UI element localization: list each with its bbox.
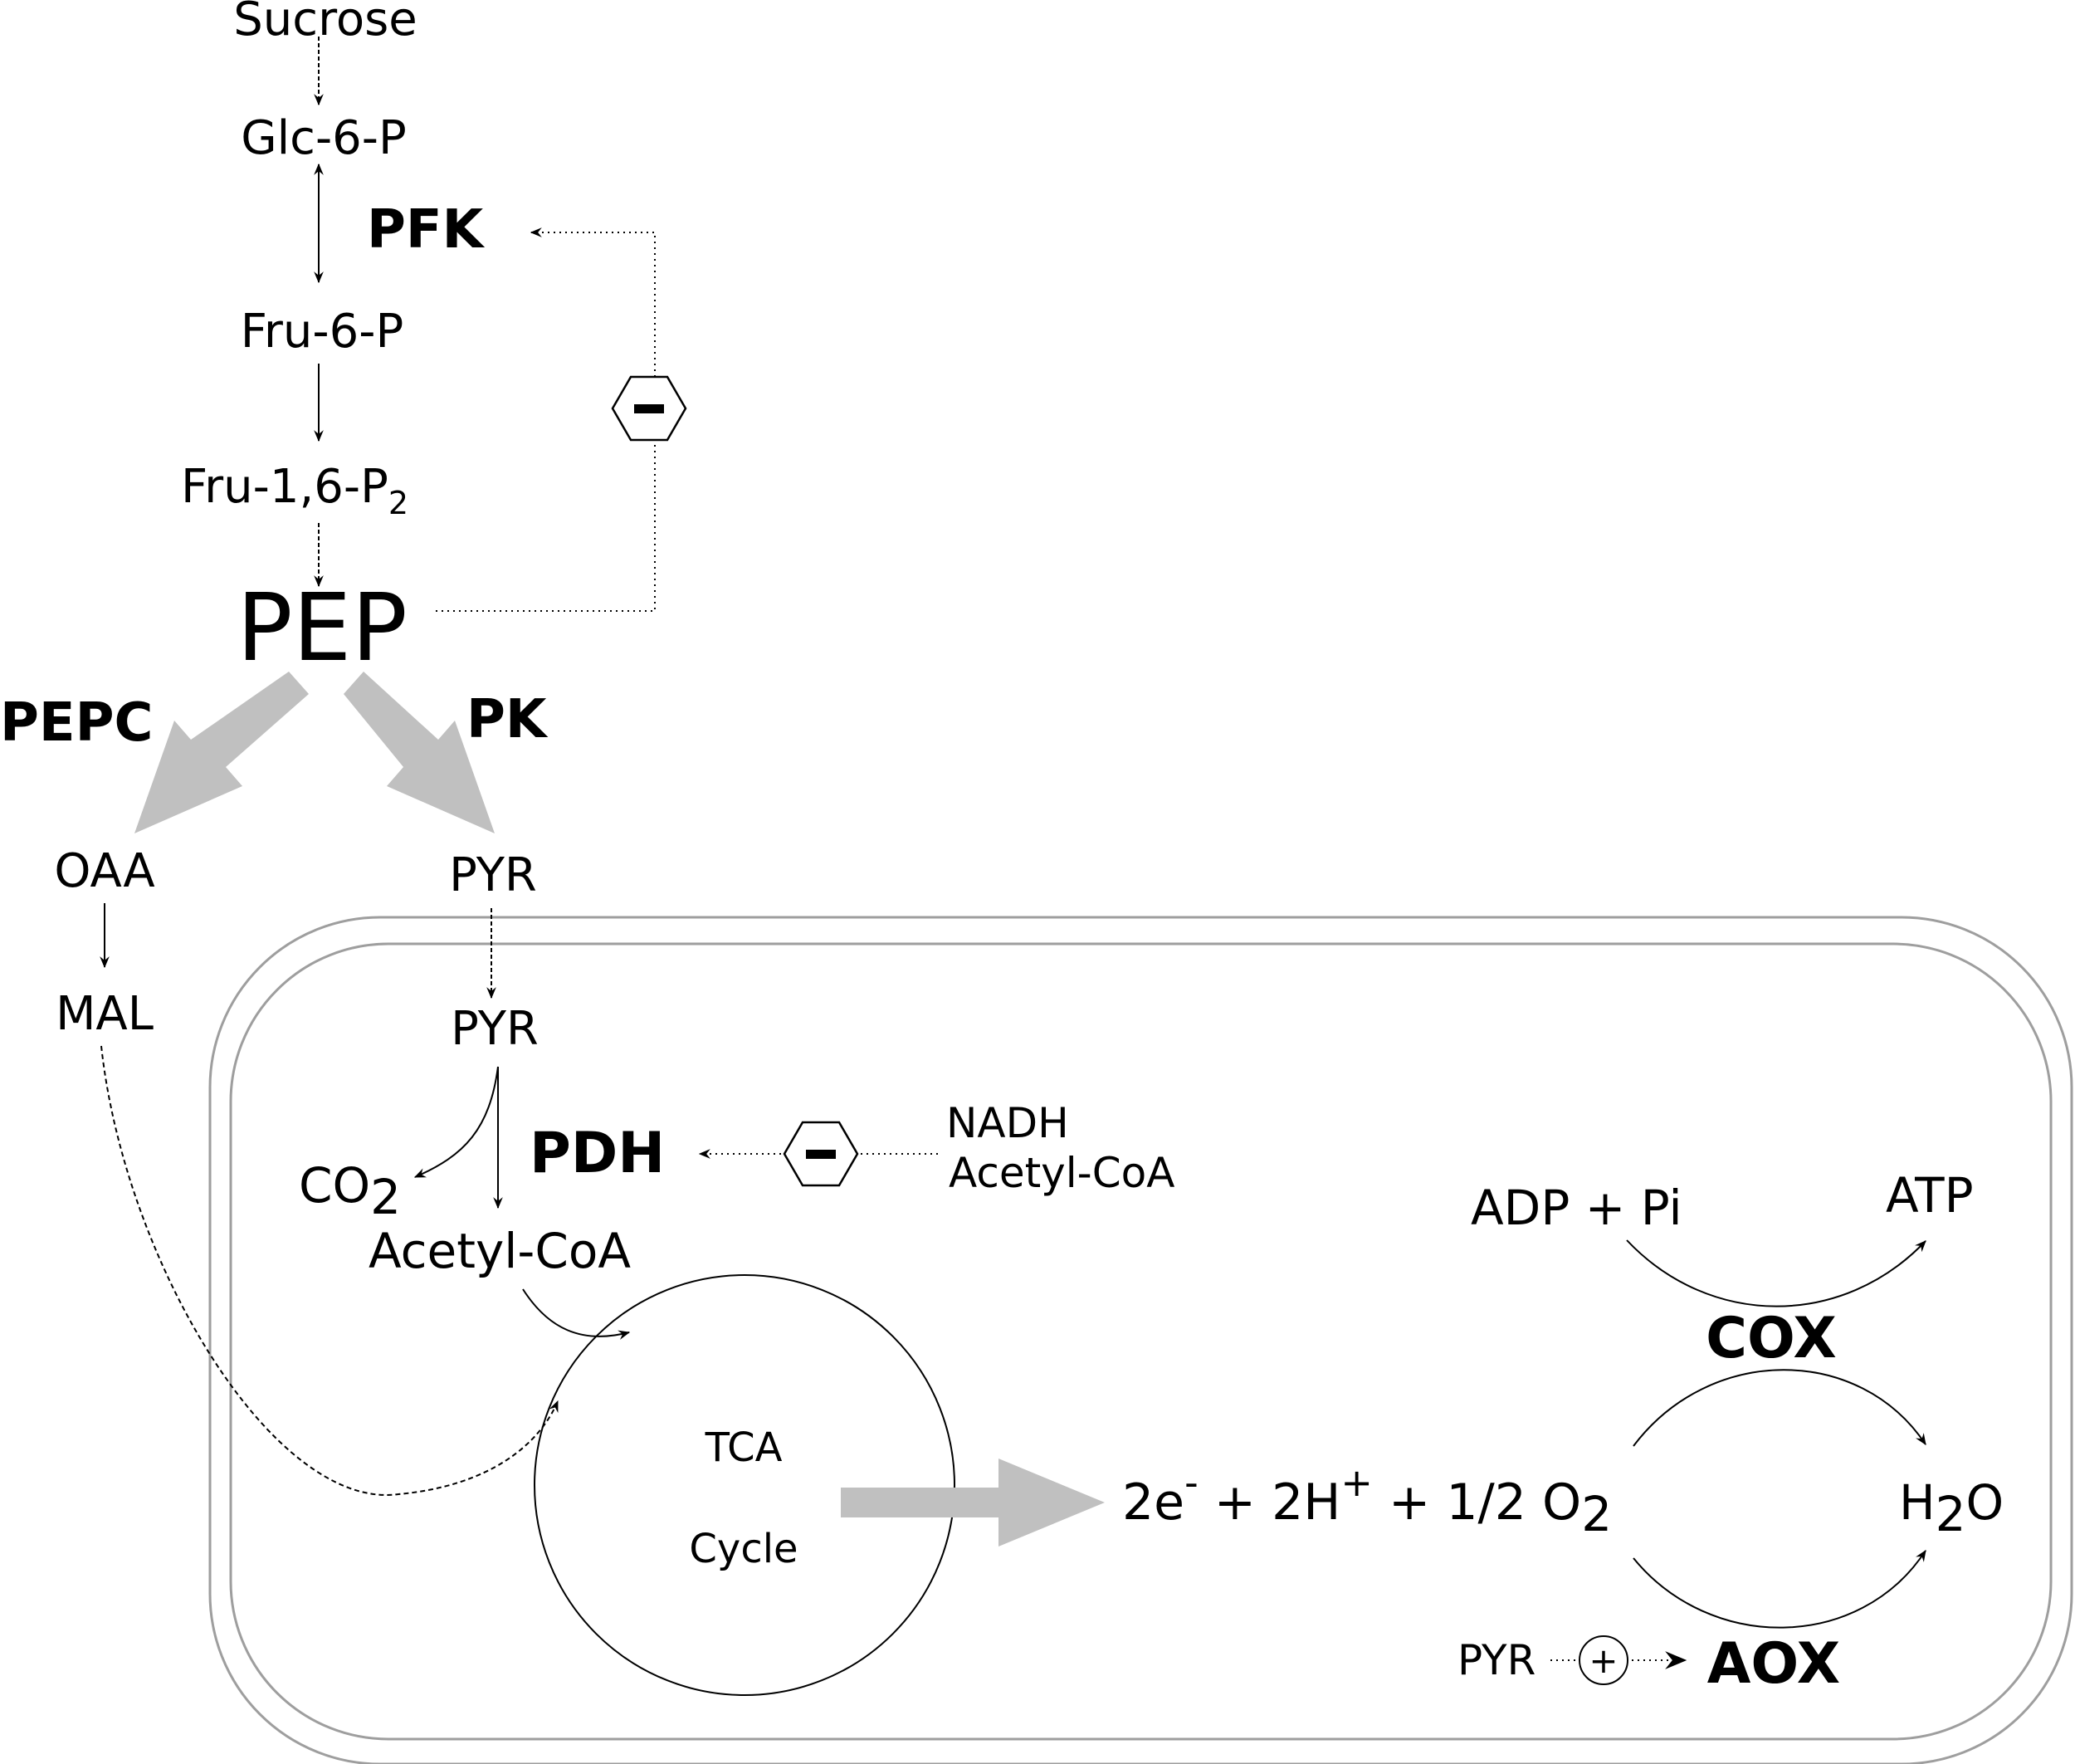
electron-equation: 2e- + 2H+ + 1/2 O2: [1122, 1460, 1612, 1542]
arrow-cox-pathway: [1633, 1369, 1926, 1447]
arrow-acetyl-coa-to-tca: [522, 1288, 631, 1340]
oxygen-term: + 1/2 O: [1373, 1473, 1581, 1532]
aox-activation-circle: [1579, 1635, 1628, 1685]
enzyme-pk: PK: [466, 689, 549, 750]
label-glc6p: Glc-6-P: [241, 111, 407, 165]
enzyme-pepc: PEPC: [0, 692, 154, 754]
tca-label-line2: Cycle: [689, 1526, 798, 1572]
label-mal: MAL: [56, 987, 154, 1041]
pfk-inhibition-minus-icon: [634, 404, 664, 413]
label-sucrose: Sucrose: [233, 0, 417, 46]
co2-subscript: 2: [370, 1169, 401, 1225]
label-adp-pi: ADP + Pi: [1471, 1180, 1682, 1236]
enzyme-cox: COX: [1706, 1306, 1837, 1371]
h2o-subscript: 2: [1936, 1486, 1966, 1542]
mitochondrion-outer-membrane: [208, 916, 2073, 1764]
mitochondrion-inner-membrane: [229, 942, 2053, 1741]
arrow-aox-pathway: [1633, 1550, 1926, 1629]
enzyme-pfk: PFK: [367, 199, 486, 261]
label-atp: ATP: [1886, 1167, 1974, 1224]
label-pyr-cytosol: PYR: [449, 848, 537, 902]
aox-activation-plus-icon: +: [1589, 1640, 1618, 1681]
fru16p2-main: Fru-1,6-P: [181, 460, 388, 514]
label-nadh: NADH: [946, 1099, 1069, 1147]
label-acetyl-coa: Acetyl-CoA: [369, 1223, 631, 1279]
fru16p2-subscript: 2: [388, 485, 408, 521]
label-pyr-aox-activator: PYR: [1457, 1636, 1536, 1684]
pdh-inhibition-minus-icon: [806, 1150, 836, 1159]
label-acetyl-coa-effector: Acetyl-CoA: [949, 1149, 1174, 1197]
electron-term: 2e: [1122, 1473, 1184, 1532]
electron-superscript: -: [1184, 1460, 1199, 1505]
label-oaa: OAA: [54, 844, 154, 898]
label-co2: CO2: [299, 1157, 401, 1225]
enzyme-aox: AOX: [1707, 1631, 1840, 1697]
h2o-o: O: [1966, 1474, 2004, 1531]
pk-flux-arrow: [344, 672, 495, 833]
arrow-adp-to-atp: [1626, 1239, 1926, 1307]
label-h2o: H2O: [1899, 1474, 2004, 1542]
arrow-mal-to-tca: [100, 1045, 559, 1496]
label-pyr-mitochondrion: PYR: [451, 1002, 539, 1056]
label-fru6p: Fru-6-P: [241, 305, 403, 359]
h2o-h: H: [1899, 1474, 1936, 1531]
tca-cycle-circle: [534, 1274, 955, 1696]
label-pep: PEP: [237, 574, 408, 682]
tca-electron-flux-arrow: [841, 1459, 1105, 1547]
oxygen-subscript: 2: [1581, 1486, 1612, 1542]
label-fru16p2: Fru-1,6-P2: [181, 460, 408, 521]
proton-term: + 2H: [1199, 1473, 1341, 1532]
co2-main: CO: [299, 1157, 370, 1214]
arrow-pyr-to-co2: [413, 1066, 499, 1178]
enzyme-pdh: PDH: [530, 1121, 665, 1186]
pepc-flux-arrow: [134, 672, 309, 833]
tca-label-line1: TCA: [705, 1424, 783, 1471]
proton-superscript: +: [1340, 1460, 1373, 1505]
